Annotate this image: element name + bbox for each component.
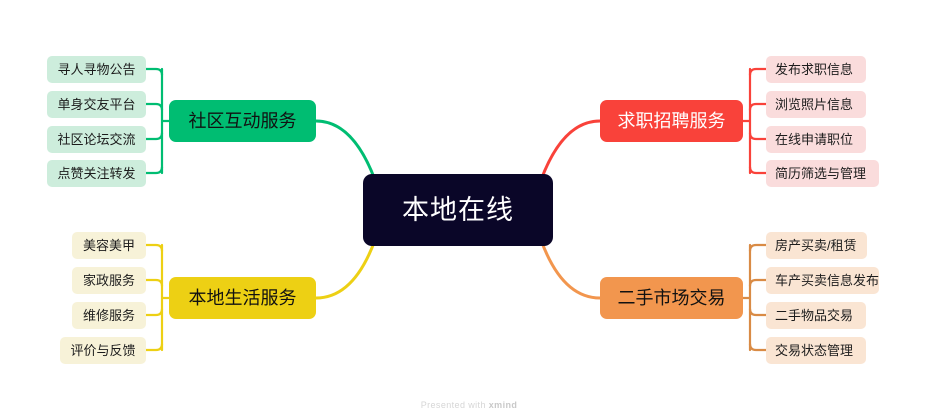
connector-local-life-leaf-1 (144, 243, 164, 253)
connector-local-life-leaf-2 (144, 278, 164, 288)
branch-node-local-life[interactable]: 本地生活服务 (169, 277, 316, 319)
leaf-node-community-2[interactable]: 单身交友平台 (47, 91, 146, 118)
connector-root-community (314, 119, 377, 182)
branch-node-secondhand[interactable]: 二手市场交易 (600, 277, 743, 319)
watermark-brand: xmind (488, 400, 518, 410)
leaf-node-recruitment-3[interactable]: 在线申请职位 (766, 126, 866, 153)
root-node[interactable]: 本地在线 (363, 174, 553, 246)
leaf-node-local-life-2[interactable]: 家政服务 (72, 267, 146, 294)
branch-node-recruitment[interactable]: 求职招聘服务 (600, 100, 743, 142)
leaf-node-secondhand-1[interactable]: 房产买卖/租赁 (766, 232, 867, 259)
connector-root-recruitment (539, 119, 602, 182)
connector-recruitment-leaf-4 (748, 165, 768, 175)
connector-secondhand-leaf-2 (748, 278, 768, 288)
leaf-node-local-life-1[interactable]: 美容美甲 (72, 232, 146, 259)
connector-community-leaf-3 (144, 131, 164, 141)
watermark: Presented with xmind (0, 400, 938, 410)
leaf-node-local-life-3[interactable]: 维修服务 (72, 302, 146, 329)
leaf-node-recruitment-1[interactable]: 发布求职信息 (766, 56, 866, 83)
leaf-node-recruitment-4[interactable]: 简历筛选与管理 (766, 160, 879, 187)
leaf-node-secondhand-2[interactable]: 车产买卖信息发布 (766, 267, 879, 294)
leaf-node-secondhand-4[interactable]: 交易状态管理 (766, 337, 866, 364)
connector-community-leaf-2 (144, 102, 164, 112)
connector-community-leaf-4 (144, 165, 164, 175)
connector-local-life-leaf-3 (144, 307, 164, 317)
connector-secondhand-bracket (741, 243, 752, 352)
connector-local-life-bracket (160, 243, 171, 352)
leaf-node-community-1[interactable]: 寻人寻物公告 (47, 56, 146, 83)
watermark-prefix: Presented with (420, 400, 486, 410)
connector-recruitment-leaf-1 (748, 67, 768, 77)
connector-secondhand-leaf-3 (748, 307, 768, 317)
connector-recruitment-bracket (741, 67, 752, 175)
leaf-node-community-3[interactable]: 社区论坛交流 (47, 126, 146, 153)
leaf-node-secondhand-3[interactable]: 二手物品交易 (766, 302, 866, 329)
connector-community-bracket (160, 67, 171, 175)
connector-recruitment-leaf-2 (748, 102, 768, 112)
connector-root-local-life (314, 238, 377, 300)
connector-secondhand-leaf-4 (748, 342, 768, 352)
branch-node-community[interactable]: 社区互动服务 (169, 100, 316, 142)
connector-local-life-leaf-4 (144, 342, 164, 352)
leaf-node-local-life-4[interactable]: 评价与反馈 (60, 337, 146, 364)
leaf-node-community-4[interactable]: 点赞关注转发 (47, 160, 146, 187)
connector-recruitment-leaf-3 (748, 131, 768, 141)
connector-root-secondhand (539, 238, 602, 300)
connector-community-leaf-1 (144, 67, 164, 77)
connector-secondhand-leaf-1 (748, 243, 768, 253)
leaf-node-recruitment-2[interactable]: 浏览照片信息 (766, 91, 866, 118)
